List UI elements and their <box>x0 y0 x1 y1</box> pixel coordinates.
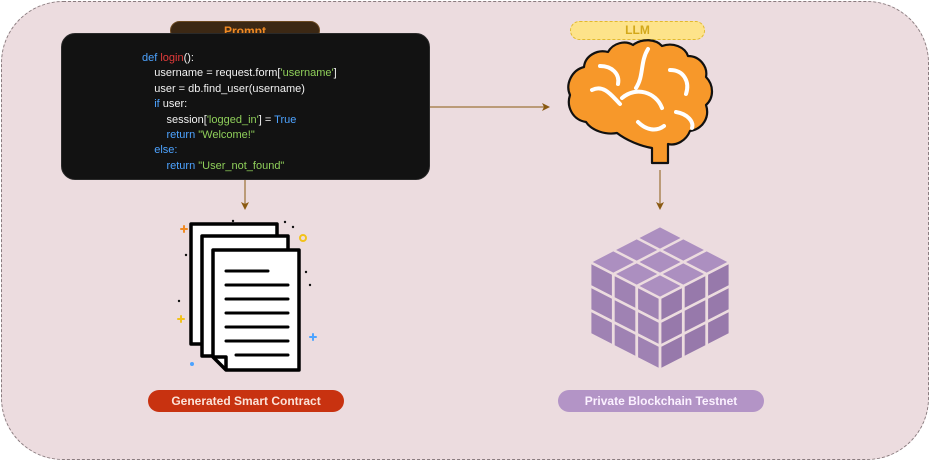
cube-left-tile <box>614 324 636 356</box>
cube-right-tile <box>684 300 706 332</box>
code-line-7: else: <box>142 144 178 157</box>
cube-right-tile <box>684 276 706 308</box>
cube-top-tile <box>592 251 634 273</box>
code-line-8: return "User_not_found" <box>142 159 285 172</box>
cube-top-tile <box>662 263 704 285</box>
cube-left-tile <box>614 276 636 308</box>
code-line-6: return "Welcome!" <box>142 129 255 142</box>
blockchain-cube-icon <box>591 227 729 368</box>
cube-right-tile <box>661 336 682 368</box>
cube-right-tile <box>708 312 729 344</box>
cube-left-tile <box>591 288 612 320</box>
cube-top-tile <box>662 239 704 261</box>
cube-top-tile <box>686 251 728 273</box>
sparkle-decoration <box>177 219 317 366</box>
code-line-2: username = request.form['username'] <box>142 67 337 80</box>
cube-right-tile <box>661 288 682 320</box>
private-blockchain-testnet-label: Private Blockchain Testnet <box>558 390 764 412</box>
cube-right-tile <box>708 264 729 296</box>
cube-right-tile <box>684 324 706 356</box>
cube-left-tile <box>614 300 636 332</box>
cube-left-tile <box>638 336 659 368</box>
generated-smart-contract-label: Generated Smart Contract <box>148 390 344 412</box>
cube-top-tile <box>639 251 681 273</box>
cube-top-tile <box>616 239 658 261</box>
code-line-5: session['logged_in'] = True <box>142 113 297 126</box>
cube-left-tile <box>638 288 659 320</box>
llm-label: LLM <box>570 21 705 40</box>
cube-left-tile <box>638 312 659 344</box>
cube-left-tile <box>591 264 612 296</box>
cube-right-tile <box>661 312 682 344</box>
documents-icon <box>189 222 301 372</box>
cube-top-tile <box>639 227 681 249</box>
cube-left-tile <box>591 312 612 344</box>
brain-icon <box>567 39 714 165</box>
cube-top-tile <box>616 263 658 285</box>
code-line-1: def login(): <box>142 52 194 64</box>
cube-right-tile <box>708 288 729 320</box>
code-line-3: user = db.find_user(username) <box>142 82 305 95</box>
code-line-4: if user: <box>142 98 188 111</box>
prompt-code-block: def login(): username = request.form['us… <box>61 33 430 180</box>
cube-top-tile <box>639 275 681 297</box>
